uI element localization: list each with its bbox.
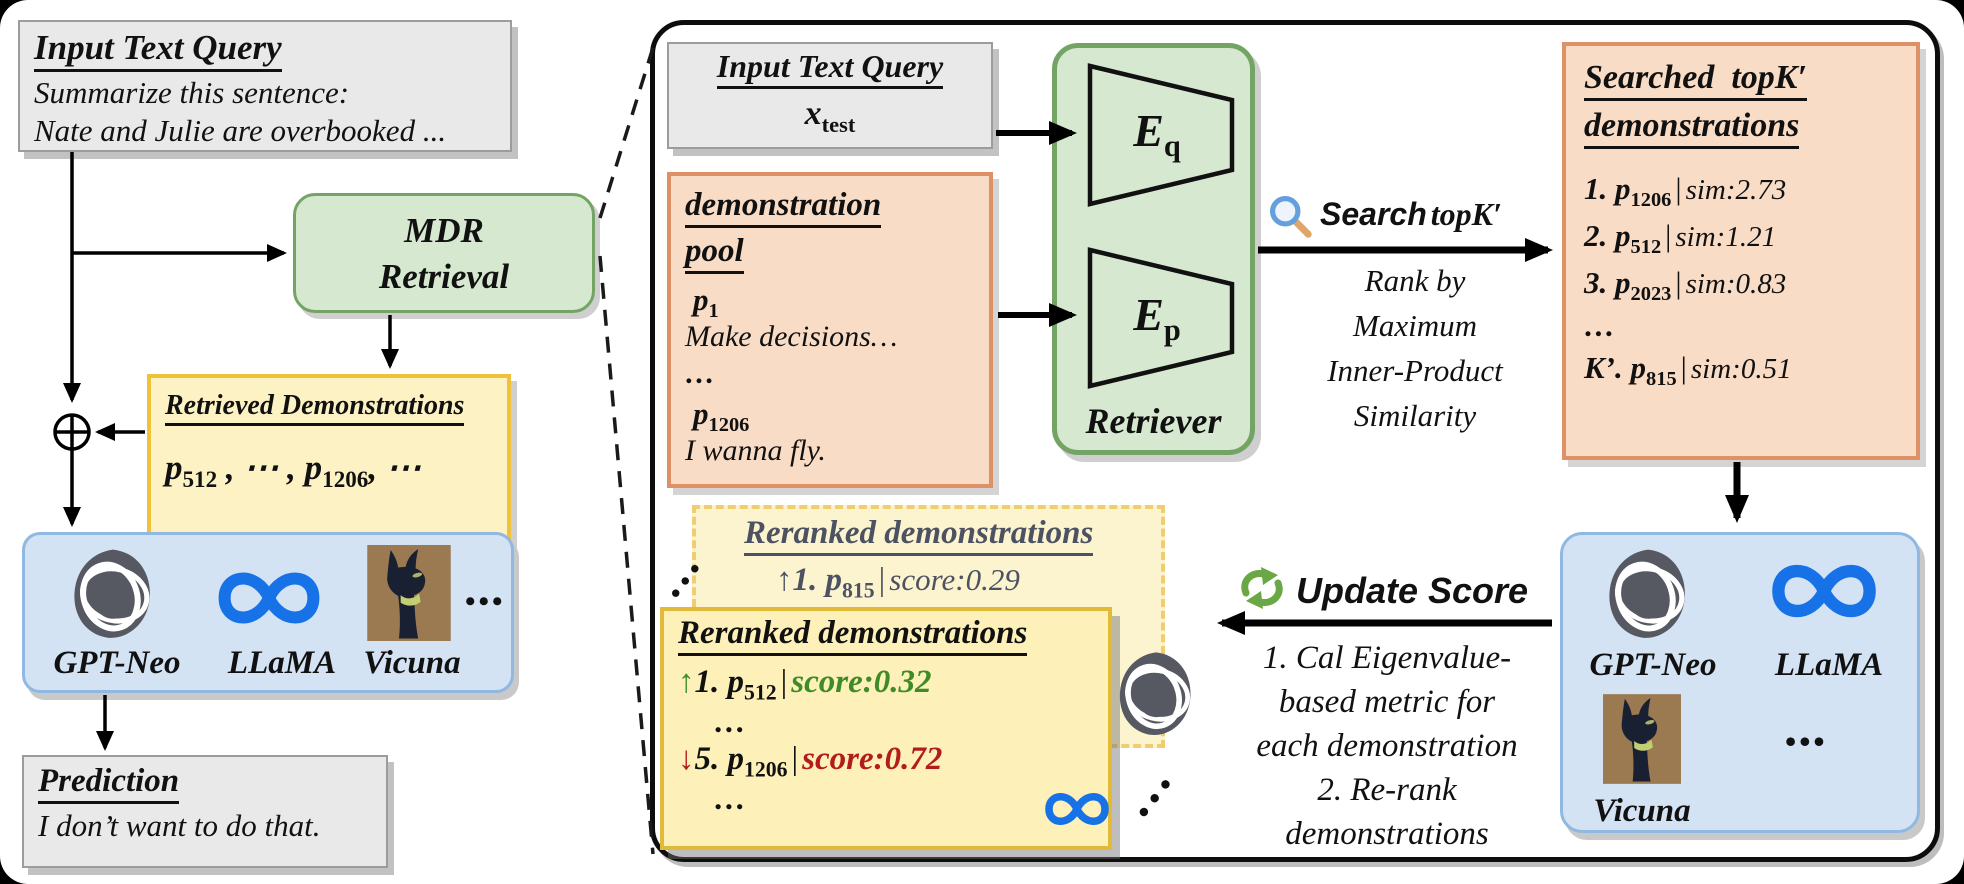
vicuna-icon [361, 545, 457, 641]
reranked-front-row1: ↑1. p512|score:0.32 [678, 664, 932, 705]
encoder-trapezoids [1087, 63, 1235, 389]
panel-input-query-box: Input Text Query xtest [667, 42, 993, 149]
pool-entry-text2: I wanna fly. [685, 434, 826, 467]
gpt-neo-label: GPT-Neo [53, 645, 181, 681]
encoder-q-label: Eq [1133, 105, 1181, 164]
refresh-icon [1236, 566, 1288, 610]
mdr-retrieval-box: MDR Retrieval [293, 193, 595, 313]
retriever-box: Eq Ep Retriever [1052, 43, 1255, 455]
reranked-front-dots2: … [714, 780, 746, 816]
retrieved-demos-title: Retrieved Demonstrations [165, 390, 493, 426]
searched-ellipsis: … [1584, 308, 1615, 343]
prediction-title: Prediction [38, 763, 372, 804]
input-query-line2: Nate and Julie are overbooked ... [34, 113, 447, 148]
retriever-label: Retriever [1085, 401, 1222, 441]
prediction-text: I don’t want to do that. [38, 808, 321, 843]
magnifier-icon [1268, 194, 1314, 240]
reranked-box-front: Reranked demonstrations ↑1. p512|score:0… [660, 607, 1112, 850]
meta-infinity-icon [1763, 553, 1885, 629]
reranked-front-title: Reranked demonstrations [678, 615, 1094, 656]
searched-item: 3. p2023|sim:0.83 [1584, 265, 1787, 306]
vicuna-icon [1603, 687, 1681, 791]
llm-box-left: ••• GPT-Neo LLaMA Vicuna [22, 532, 514, 693]
x-test-symbol: xtest [804, 95, 856, 137]
demo-pool-title1: demonstration [685, 182, 975, 228]
searched-item: 1. p1206|sim:2.73 [1584, 171, 1787, 212]
reranked-front-dots1: … [714, 703, 746, 739]
demo-pool-box: demonstration pool p1 Make decisions… … … [667, 172, 993, 488]
pool-ellipsis: … [685, 357, 715, 390]
reranked-front-row2: ↓5. p1206|score:0.72 [678, 741, 943, 782]
vicuna-label: Vicuna [1593, 793, 1691, 829]
mdr-line2: Retrieval [378, 257, 510, 296]
prediction-box: Prediction I don’t want to do that. [22, 755, 388, 868]
gpt-neo-icon [1605, 547, 1691, 641]
gpt-neo-icon [69, 547, 157, 641]
xor-node-icon [53, 413, 91, 451]
retrieved-demos-box: Retrieved Demonstrations p512 , ⋯ , p120… [147, 374, 511, 563]
meta-infinity-icon [209, 561, 329, 635]
pool-entry-p2: p1206 [693, 396, 750, 437]
retrieved-demos-items: p512 , ⋯ , p1206, ⋯ [165, 448, 421, 492]
input-query-box: Input Text Query Summarize this sentence… [18, 20, 512, 152]
reranked-back-row: ↑1. p815|score:0.29 [776, 562, 1020, 603]
llama-label: LLaMA [227, 645, 337, 681]
searched-title-1: Searched topK′ [1584, 54, 1898, 102]
gpt-neo-icon [1108, 650, 1204, 738]
encoder-p-label: Ep [1133, 289, 1181, 348]
searched-item-last: K’. p815|sim:0.51 [1584, 350, 1792, 391]
meta-infinity-icon [1042, 781, 1112, 837]
mdr-line1: MDR [404, 211, 484, 250]
more-models-dots: ••• [465, 585, 506, 618]
more-models-dots: ••• [1785, 723, 1828, 759]
update-score-label: Update Score [1296, 570, 1529, 611]
searched-item: 2. p512|sim:1.21 [1584, 218, 1777, 259]
vicuna-label: Vicuna [363, 645, 461, 681]
searched-title-2: demonstrations [1584, 102, 1898, 150]
input-query-title: Input Text Query [34, 28, 496, 72]
eigenvalue-steps-text: 1. Cal Eigenvalue- based metric for each… [1256, 640, 1518, 852]
pool-entry-p1: p1 [693, 282, 719, 323]
llama-label: LLaMA [1774, 647, 1884, 683]
search-topk-label: Search topK′ [1320, 196, 1502, 232]
demo-pool-title2: pool [685, 228, 975, 274]
rank-by-text: Rank by Maximum Inner-Product Similarity [1327, 263, 1503, 433]
searched-topk-box: Searched topK′ demonstrations 1. p1206|s… [1562, 42, 1920, 460]
pool-entry-text1: Make decisions… [685, 320, 898, 353]
reranked-back-title: Reranked demonstrations [708, 515, 1149, 556]
panel-input-query-title: Input Text Query [677, 48, 983, 89]
gpt-neo-label: GPT-Neo [1589, 647, 1717, 683]
input-query-line1: Summarize this sentence: [34, 75, 350, 110]
llm-box-right: GPT-Neo LLaMA Vicuna ••• [1560, 532, 1920, 833]
